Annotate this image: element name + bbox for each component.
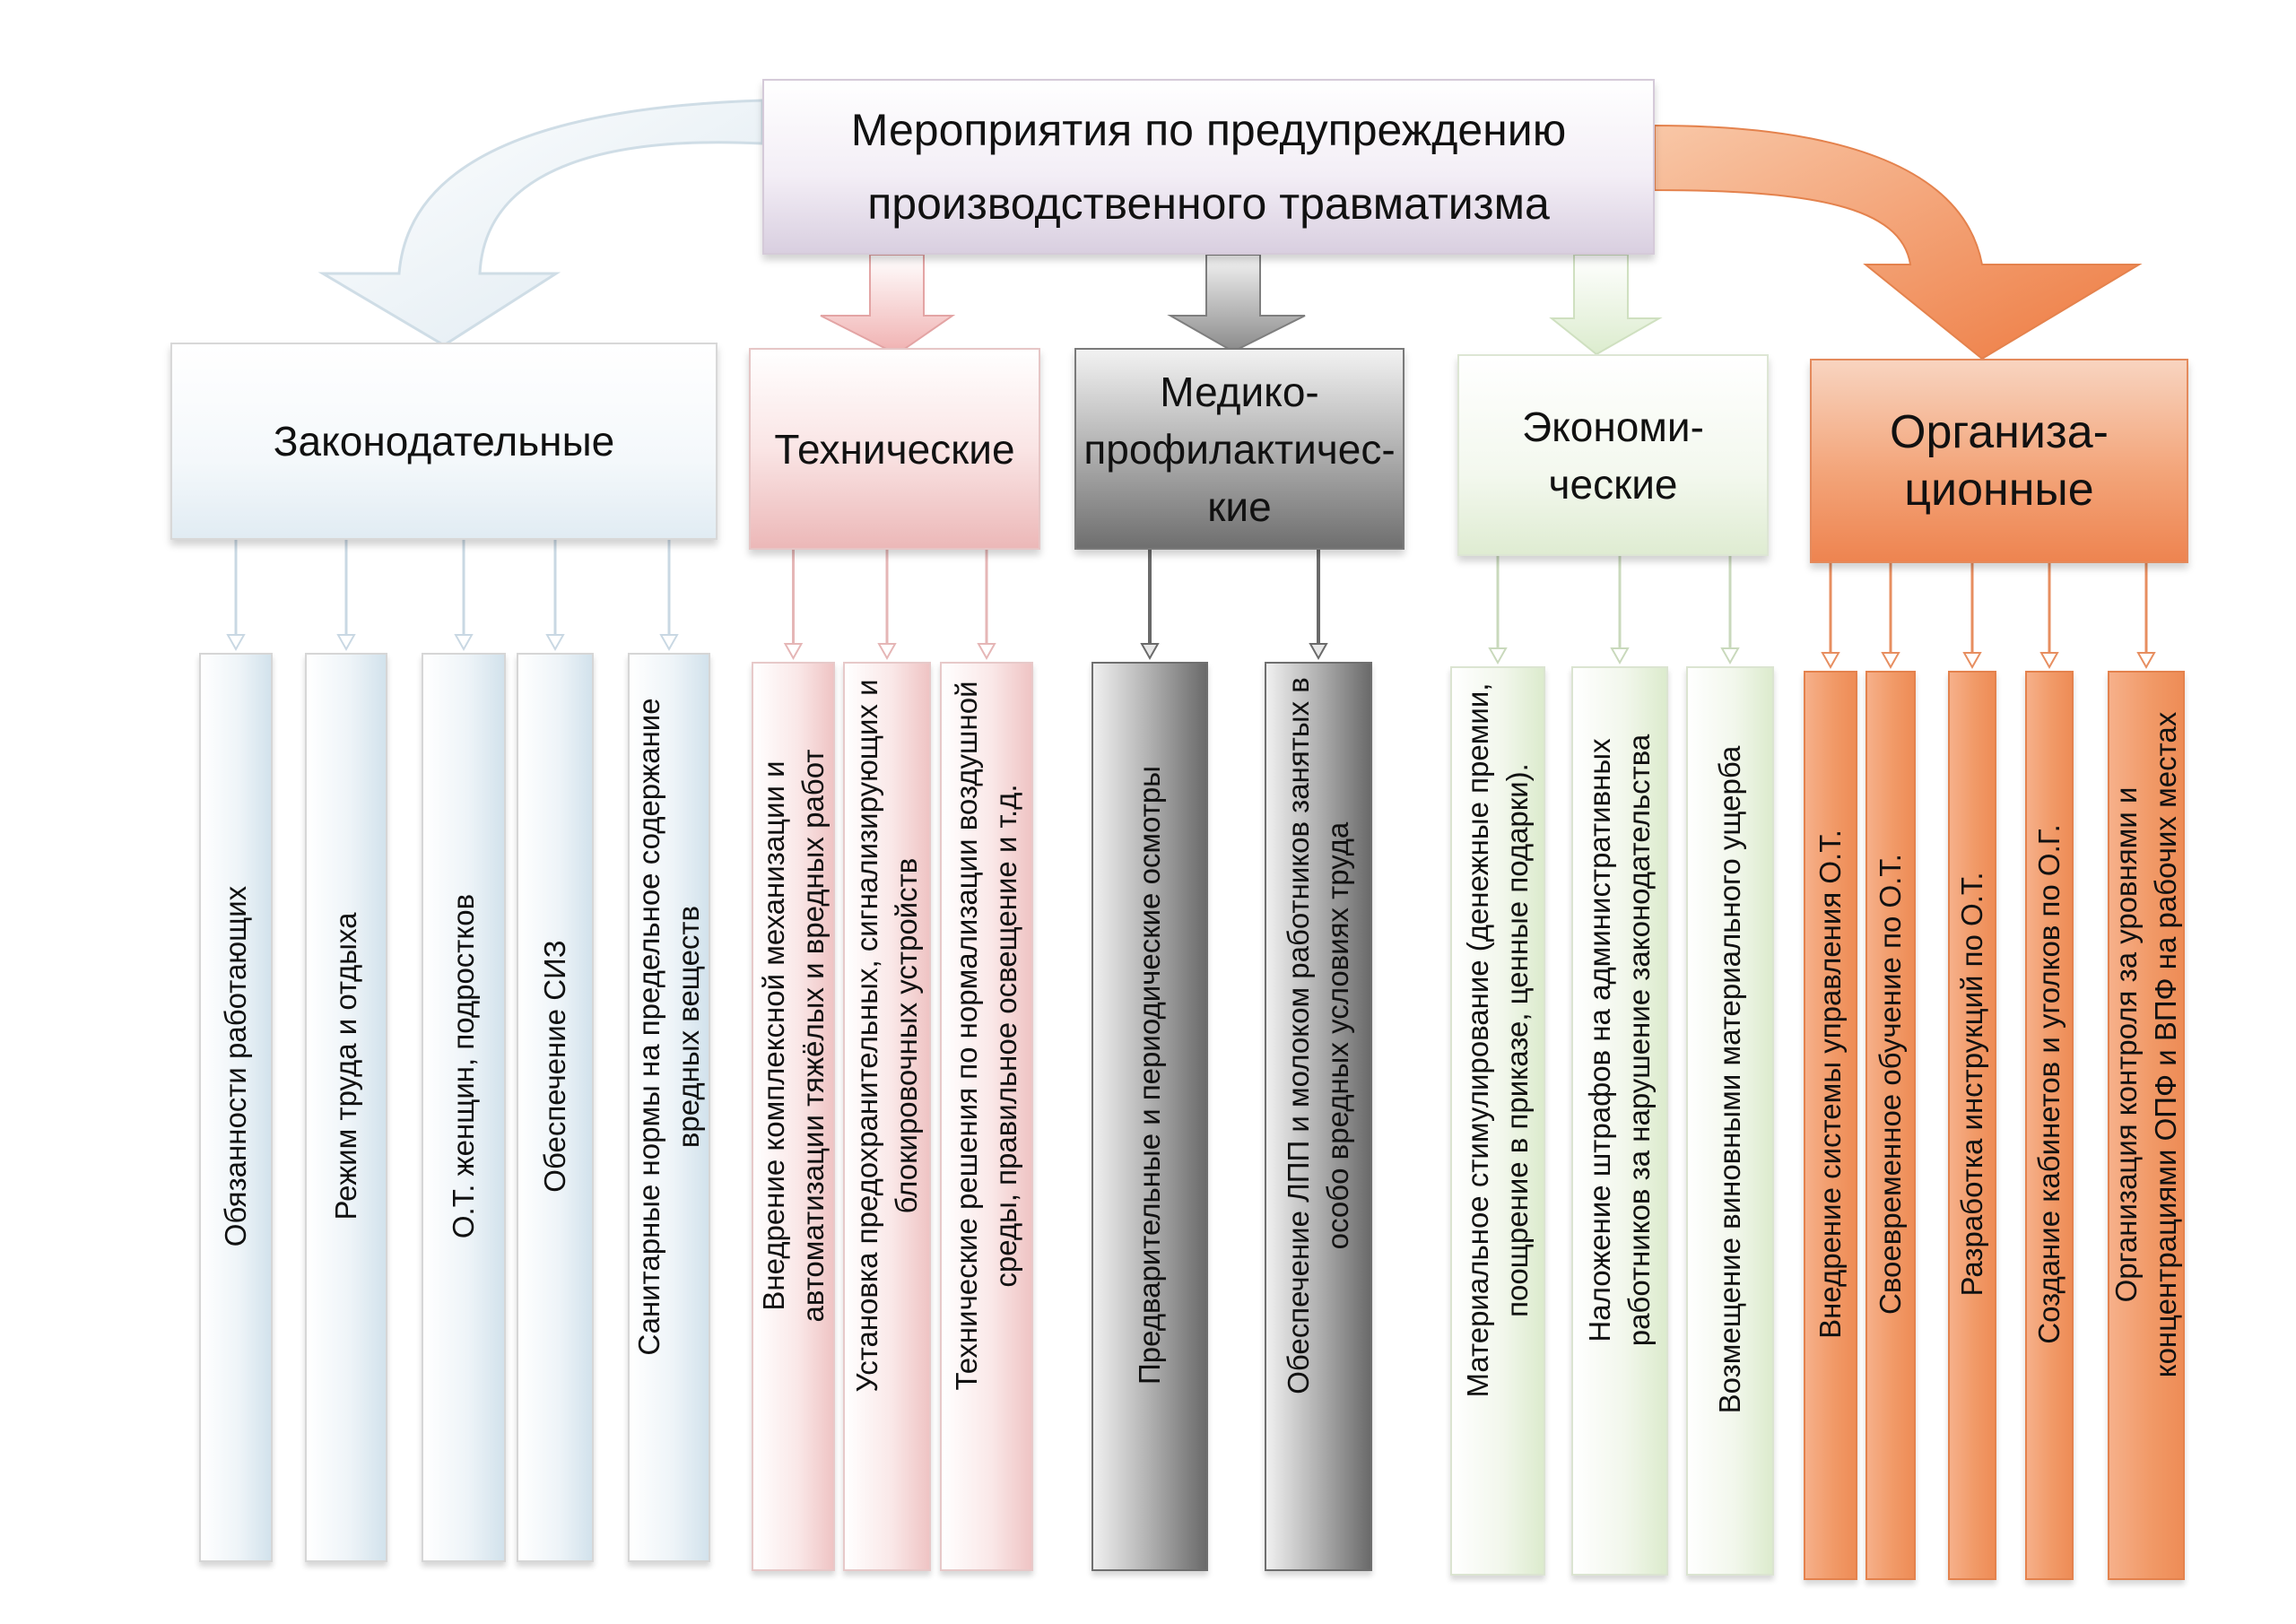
connector-arrow-head	[1140, 643, 1160, 661]
item-arrows	[226, 540, 2156, 670]
category-label: Законодательные	[273, 418, 615, 465]
item-technical-1: Внедрение комплексной механизации и авто…	[752, 662, 835, 1571]
category-label: Технические	[774, 425, 1015, 473]
item-medical-1: Предварительные и периодические осмотры	[1091, 662, 1208, 1571]
connector-arrow-head	[545, 634, 565, 652]
item-organizational-2: Своевременное обучение по О.Т.	[1866, 671, 1916, 1580]
connector-arrow-head	[1881, 652, 1900, 670]
item-legislative-4: Обеспечение СИЗ	[517, 653, 594, 1562]
arrow-economic	[1549, 254, 1663, 356]
item-economic-2: Наложение штрафов на административных ра…	[1571, 666, 1668, 1576]
connector-arrow-head	[659, 634, 679, 652]
item-text: Установка предохранительных, сигнализиру…	[850, 679, 923, 1393]
item-text: Режим труда и отдыха	[329, 912, 362, 1220]
item-text: Возмещение виновными материального ущерб…	[1713, 745, 1746, 1414]
item-text: Технические решения по нормализации возд…	[950, 681, 1022, 1391]
connector-arrow-head	[1821, 652, 1840, 670]
item-text: О.Т. женщин, подростков	[447, 893, 480, 1239]
item-economic-3: Возмещение виновными материального ущерб…	[1686, 666, 1774, 1576]
connector-arrow-head	[454, 634, 474, 652]
connector-arrow-head	[336, 634, 356, 652]
curved-arrow-left	[317, 99, 764, 347]
connector-arrow-head	[226, 634, 246, 652]
category-label: Организа- ционные	[1890, 406, 2109, 516]
connector-arrow-head	[2039, 652, 2059, 670]
main-title-text: Мероприятия по предупреждению производст…	[850, 105, 1567, 229]
category-technical: Технические	[749, 348, 1040, 550]
item-legislative-2: Режим труда и отдыха	[305, 653, 387, 1562]
category-label: Экономи- ческие	[1522, 403, 1704, 508]
item-legislative-5: Санитарные нормы на предельное содержани…	[628, 653, 710, 1562]
item-text: Предварительные и периодические осмотры	[1133, 766, 1166, 1385]
arrow-technical	[820, 254, 956, 356]
item-organizational-3: Разработка инструкций по О.Т.	[1948, 671, 1996, 1580]
item-text: Создание кабинетов и уголков по О.Г.	[2032, 824, 2066, 1344]
item-text: Организация контроля за уровнями и конце…	[2109, 711, 2182, 1378]
item-text: Разработка инструкций по О.Т.	[1955, 872, 1988, 1297]
connector-arrow-head	[1309, 643, 1328, 661]
connector-arrow-head	[1720, 647, 1740, 665]
connector-arrow-head	[877, 643, 897, 661]
category-economic: Экономи- ческие	[1457, 354, 1769, 556]
item-text: Санитарные нормы на предельное содержани…	[632, 698, 705, 1356]
connector-arrow-head	[783, 643, 804, 661]
connector-arrow-head	[2136, 652, 2156, 670]
curved-arrow-right	[1654, 124, 2143, 360]
category-label: Медико- профилактичес- кие	[1083, 368, 1396, 530]
item-text: Материальное стимулирование (денежные пр…	[1461, 682, 1534, 1398]
item-organizational-4: Создание кабинетов и уголков по О.Г.	[2025, 671, 2074, 1580]
item-text: Обязанности работающих	[219, 885, 252, 1247]
item-text: Обеспечение СИЗ	[538, 940, 571, 1193]
category-organizational: Организа- ционные	[1810, 359, 2188, 563]
item-legislative-1: Обязанности работающих	[199, 653, 273, 1562]
category-medical: Медико- профилактичес- кие	[1074, 348, 1405, 550]
item-text: Внедрение системы управления О.Т.	[1813, 829, 1847, 1339]
arrow-medical	[1167, 254, 1306, 353]
connector-arrow-head	[1962, 652, 1982, 670]
connector-arrow-head	[977, 643, 996, 661]
item-organizational-1: Внедрение системы управления О.Т.	[1804, 671, 1857, 1580]
item-text: Наложение штрафов на административных ра…	[1583, 734, 1656, 1347]
item-economic-1: Материальное стимулирование (денежные пр…	[1450, 666, 1545, 1576]
item-technical-2: Установка предохранительных, сигнализиру…	[843, 662, 931, 1571]
item-legislative-3: О.Т. женщин, подростков	[422, 653, 506, 1562]
category-legislative: Законодательные	[170, 343, 718, 540]
item-text: Своевременное обучение по О.Т.	[1874, 854, 1907, 1315]
item-organizational-5: Организация контроля за уровнями и конце…	[2108, 671, 2185, 1580]
item-medical-2: Обеспечение ЛПП и молоком работников зан…	[1265, 662, 1372, 1571]
item-technical-3: Технические решения по нормализации возд…	[940, 662, 1033, 1571]
connector-arrow-head	[1488, 647, 1508, 665]
connector-arrow-head	[1610, 647, 1630, 665]
item-text: Внедрение комплексной механизации и авто…	[756, 749, 830, 1323]
main-title: Мероприятия по предупреждению производст…	[762, 79, 1655, 255]
item-text: Обеспечение ЛПП и молоком работников зан…	[1282, 677, 1354, 1394]
